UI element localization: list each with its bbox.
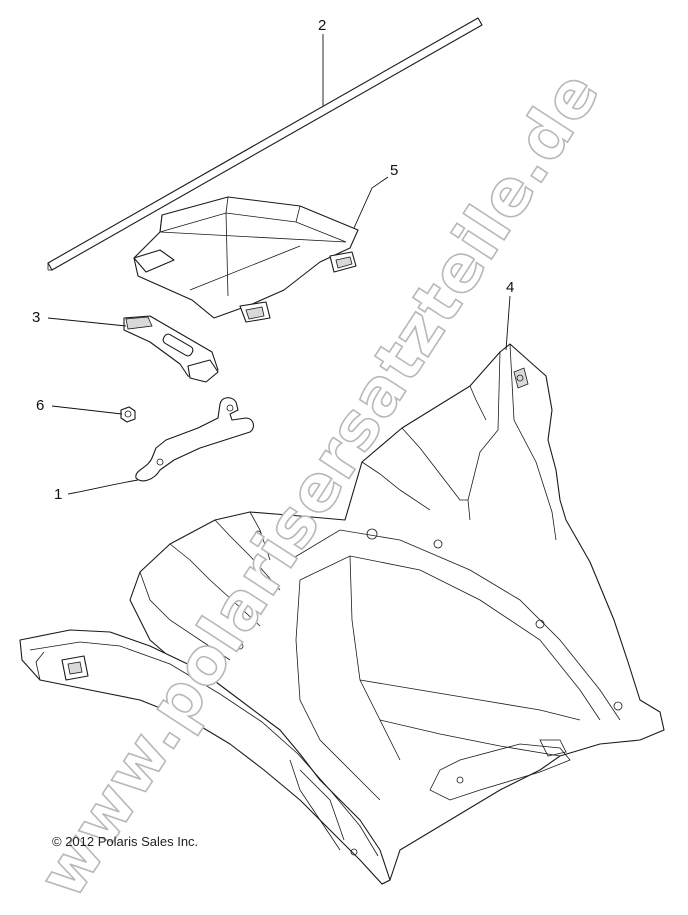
callout-4: 4 bbox=[506, 279, 514, 296]
part-5-cover[interactable] bbox=[133, 196, 359, 323]
leader-1 bbox=[67, 479, 139, 495]
leader-lines bbox=[47, 34, 511, 495]
leader-4 bbox=[505, 295, 511, 351]
part-1-bracket[interactable] bbox=[135, 397, 255, 482]
part-2-strip[interactable] bbox=[47, 17, 483, 271]
part-4-tub[interactable] bbox=[19, 343, 665, 885]
callouts: 2 5 4 3 6 1 bbox=[32, 17, 514, 503]
callout-6: 6 bbox=[36, 397, 44, 414]
leader-5 bbox=[353, 176, 389, 229]
leader-6 bbox=[51, 405, 123, 415]
callout-2: 2 bbox=[318, 17, 326, 34]
part-3-latch[interactable] bbox=[123, 315, 219, 383]
callout-3: 3 bbox=[32, 309, 40, 326]
copyright-notice: © 2012 Polaris Sales Inc. bbox=[52, 834, 199, 849]
part-6-nut[interactable] bbox=[120, 406, 136, 423]
leader-3 bbox=[47, 317, 127, 327]
callout-5: 5 bbox=[390, 162, 398, 179]
callout-1: 1 bbox=[54, 486, 62, 503]
